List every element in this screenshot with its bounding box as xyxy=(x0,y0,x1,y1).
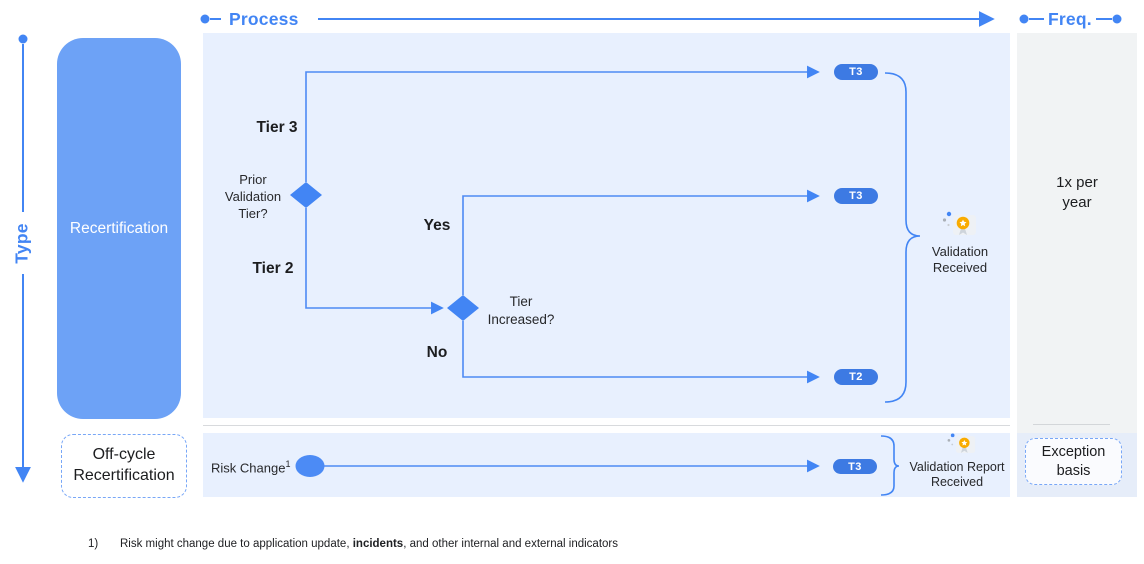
outcome-pill-t2: T2 xyxy=(834,369,878,385)
row-divider xyxy=(203,425,1010,426)
frequency-recertification: 1x per year xyxy=(1056,174,1098,211)
risk-change-label: Risk Change1 xyxy=(211,459,290,475)
outcome-pill-t3-2: T3 xyxy=(834,188,878,204)
process-panel-recertification xyxy=(203,33,1010,418)
tier3-branch-label: Tier 3 xyxy=(256,119,298,136)
validation-received-label: Validation Received xyxy=(931,244,989,275)
outcome-pill-t3-offcycle: T3 xyxy=(833,459,877,474)
frequency-offcycle-exception-box: Exception basis xyxy=(1025,438,1122,485)
footnote-text-pre: Risk might change due to application upd… xyxy=(120,538,353,550)
process-axis-dot xyxy=(200,14,210,24)
award-ribbon-icon-small xyxy=(946,432,976,462)
yes-branch-label: Yes xyxy=(423,217,451,234)
offcycle-type-box: Off-cycle Recertification xyxy=(61,434,187,498)
outcome-pill-t3-1: T3 xyxy=(834,64,878,80)
tier-increased-decision-label: Tier Increased? xyxy=(487,294,555,327)
freq-axis-label: Freq. xyxy=(1048,9,1092,29)
no-branch-label: No xyxy=(426,344,448,361)
type-axis-dot xyxy=(18,34,28,44)
award-ribbon-icon xyxy=(941,210,977,245)
recertification-type-box: Recertification xyxy=(57,38,181,419)
type-axis-label: Type xyxy=(11,223,32,264)
tier2-branch-label: Tier 2 xyxy=(252,260,294,277)
prior-validation-decision-label: Prior Validation Tier? xyxy=(224,172,282,221)
frequency-divider xyxy=(1033,424,1110,425)
freq-axis-dot-right xyxy=(1112,14,1122,24)
process-panel-offcycle xyxy=(203,433,1010,497)
process-axis xyxy=(200,11,995,27)
frequency-panel xyxy=(1017,33,1137,433)
freq-axis-dot-left xyxy=(1019,14,1029,24)
footnote-text-post: , and other internal and external indica… xyxy=(403,538,619,550)
validation-report-received-label: Validation Report Received xyxy=(909,460,1005,489)
risk-change-text: Risk Change xyxy=(211,460,286,476)
footnote: 1) Risk might change due to application u… xyxy=(88,538,618,550)
footnote-text-bold: incidents xyxy=(352,538,404,550)
process-axis-label: Process xyxy=(229,9,299,29)
risk-change-footnote-ref: 1 xyxy=(285,459,291,469)
footnote-marker: 1) xyxy=(88,538,99,550)
